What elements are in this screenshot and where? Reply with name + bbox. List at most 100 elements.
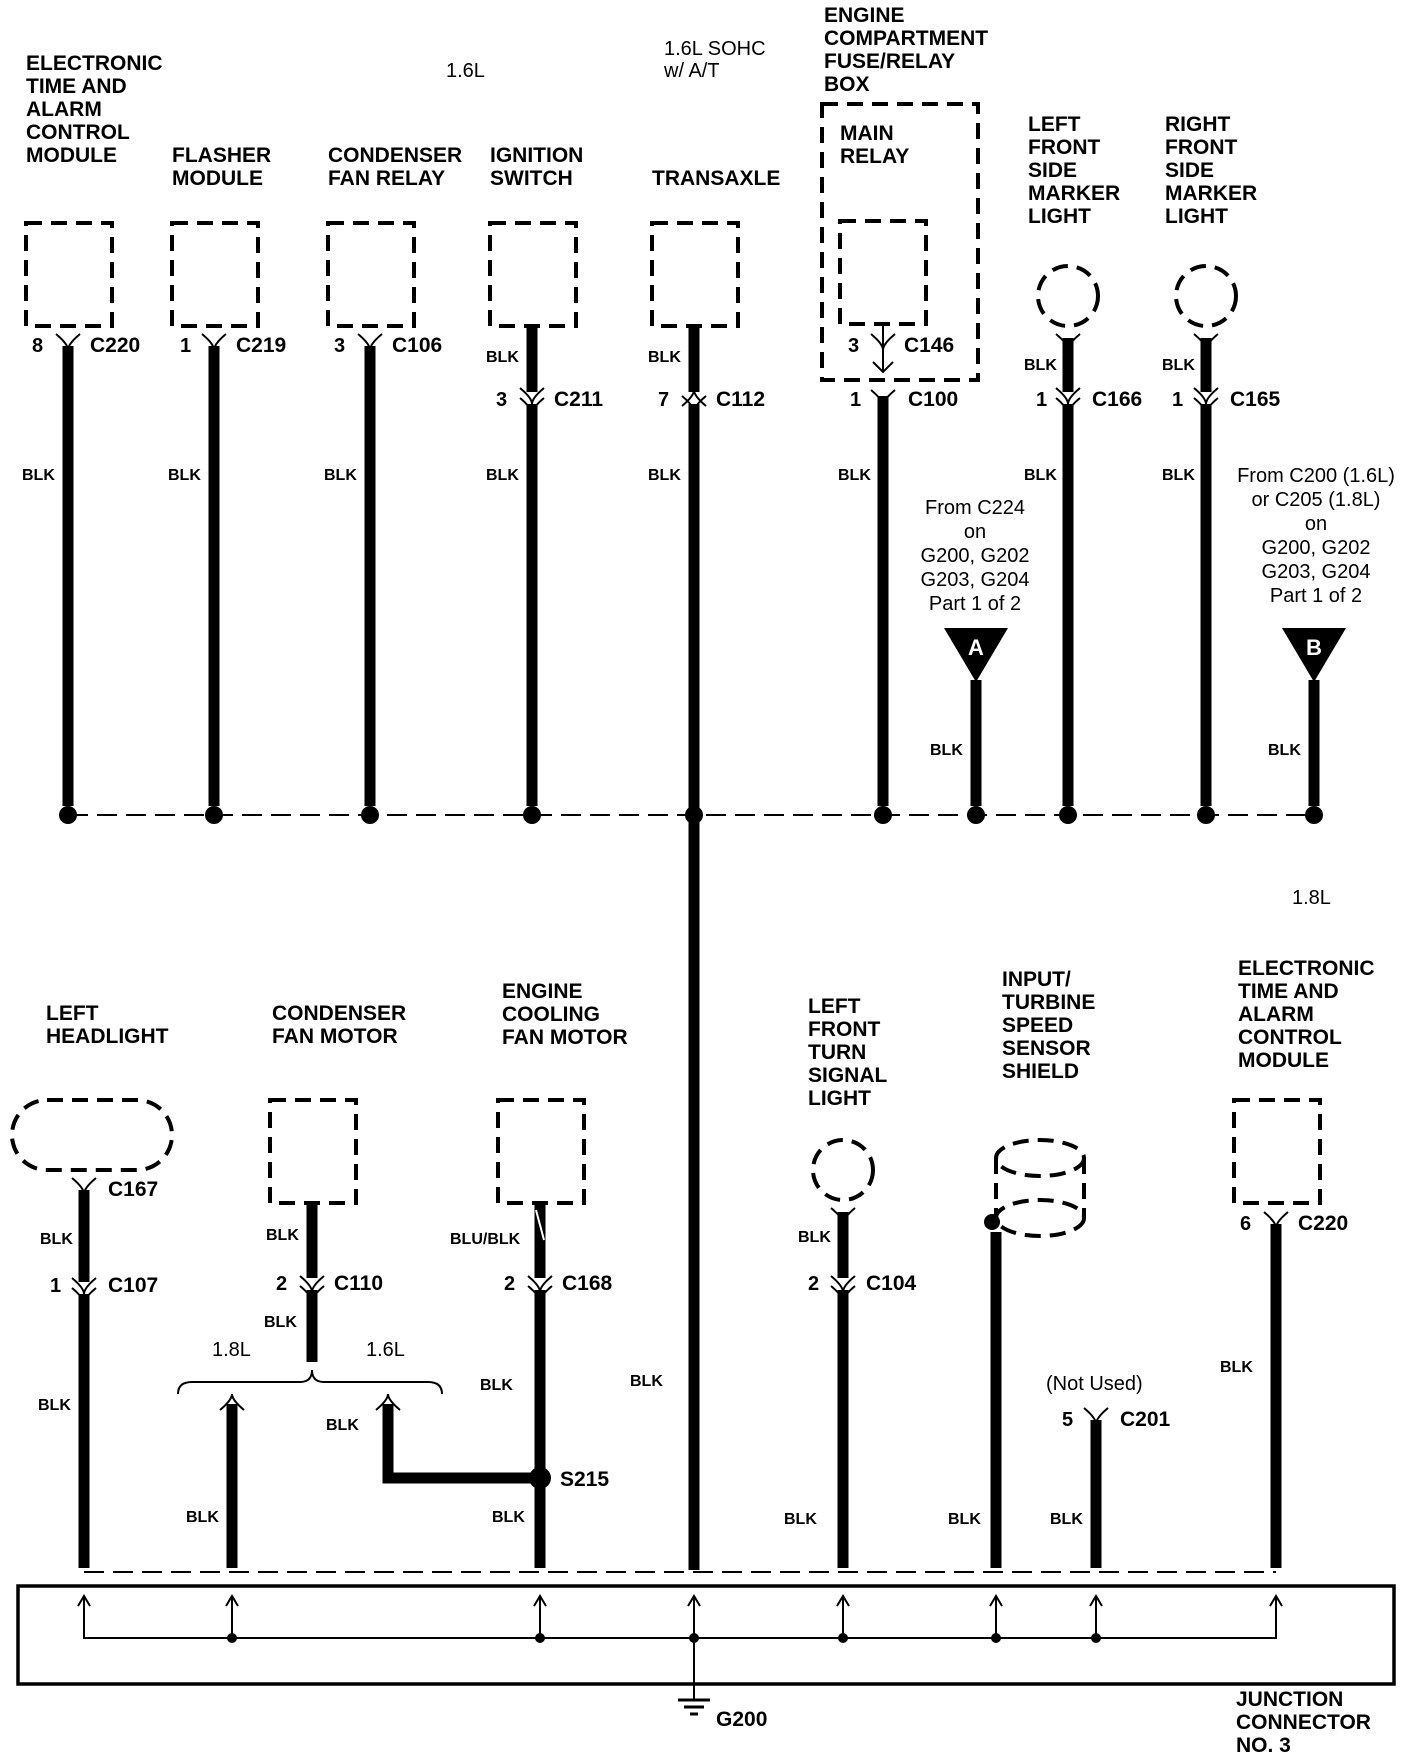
svg-text:Part 1 of 2: Part 1 of 2 <box>1270 585 1362 607</box>
svg-text:LIGHT: LIGHT <box>808 1087 871 1110</box>
connector-c146: C146 <box>904 334 954 357</box>
note-sohc-line1: 1.6L SOHC <box>664 38 766 60</box>
svg-text:ALARM: ALARM <box>1238 1003 1314 1026</box>
svg-text:IGNITION: IGNITION <box>490 144 583 167</box>
svg-text:LEFT: LEFT <box>808 995 861 1018</box>
component-lamp-lf-marker <box>1036 264 1100 328</box>
note-1-6l-split: 1.6L <box>366 1339 405 1361</box>
connector-symbol-c167 <box>71 1177 97 1195</box>
connector-symbol-c107-b <box>71 1287 97 1305</box>
label-left-front-turn-signal: LEFT FRONT TURN SIGNAL LIGHT <box>808 995 888 1110</box>
connector-symbol-c112-b <box>681 395 707 413</box>
label-transaxle: TRANSAXLE <box>652 167 780 190</box>
label-condenser-fan-relay: CONDENSER FAN RELAY <box>328 144 462 190</box>
wire-color-lf-turn: BLK <box>784 1511 817 1528</box>
svg-text:SIGNAL: SIGNAL <box>808 1064 888 1087</box>
wire-color-1-8l: BLK <box>186 1509 219 1526</box>
wire-color-transaxle-bottom: BLK <box>630 1373 663 1390</box>
svg-text:ENGINE: ENGINE <box>824 4 905 27</box>
svg-text:ELECTRONIC: ELECTRONIC <box>1238 957 1375 980</box>
wire-color-headlight: BLK <box>38 1397 71 1414</box>
component-lamp-lf-turn <box>811 1138 875 1202</box>
svg-text:From C200 (1.6L): From C200 (1.6L) <box>1237 465 1395 487</box>
wire-color-headlight-upper: BLK <box>40 1231 73 1248</box>
svg-text:INPUT/: INPUT/ <box>1002 968 1071 991</box>
junction-pin-arrows <box>77 1594 1283 1607</box>
svg-text:FRONT: FRONT <box>1165 136 1237 159</box>
svg-text:MODULE: MODULE <box>26 144 117 167</box>
note-1-8l-right: 1.8L <box>1292 887 1331 909</box>
connector-c167: C167 <box>108 1178 158 1201</box>
note-sohc-line2: w/ A/T <box>663 60 720 82</box>
wire-color-etacm-top: BLK <box>22 467 55 484</box>
connector-symbol-c166-a <box>1055 387 1081 405</box>
option-brace <box>177 1369 443 1395</box>
connector-symbol-c168-a <box>527 1275 553 1293</box>
svg-text:on: on <box>1305 513 1327 535</box>
connector-symbol-c165-a <box>1193 387 1219 405</box>
connector-symbol-1-8l <box>219 1393 245 1411</box>
connector-c220-bottom: C220 <box>1298 1212 1348 1235</box>
connector-symbol-c211-b <box>519 397 545 415</box>
wire-color-condenser-motor-upper: BLK <box>266 1227 299 1244</box>
wire-color-ref-a: BLK <box>930 742 963 759</box>
wire-color-transaxle-upper: BLK <box>648 349 681 366</box>
svg-text:G200, G202: G200, G202 <box>1262 537 1371 559</box>
label-bottom-etacm: ELECTRONIC TIME AND ALARM CONTROL MODULE <box>1238 957 1375 1072</box>
connector-symbol-c107-a <box>71 1277 97 1295</box>
label-speed-sensor-shield: INPUT/ TURBINE SPEED SENSOR SHIELD <box>1002 968 1095 1083</box>
svg-text:on: on <box>964 521 986 543</box>
wire-color-lf-marker: BLK <box>1024 467 1057 484</box>
wire-color-ref-b: BLK <box>1268 742 1301 759</box>
wire-color-condenser-relay: BLK <box>324 467 357 484</box>
note-from-c224: From C224 on G200, G202 G203, G204 Part … <box>921 497 1030 615</box>
pin-c165: 1 <box>1172 389 1183 411</box>
svg-text:BOX: BOX <box>824 73 870 96</box>
connector-symbol-c110-b <box>299 1285 325 1303</box>
svg-text:From C224: From C224 <box>925 497 1025 519</box>
junction-internal-bus <box>83 1598 1277 1639</box>
reference-triangle-a <box>944 628 1008 682</box>
pin-c220-top: 8 <box>32 335 43 357</box>
connector-symbol-c100 <box>870 389 896 407</box>
connector-symbol-rf-marker-lamp <box>1193 333 1219 351</box>
pin-c100: 1 <box>850 389 861 411</box>
junction-internal-taps <box>231 1598 1097 1700</box>
svg-text:MARKER: MARKER <box>1165 182 1257 205</box>
pin-c219: 1 <box>180 335 191 357</box>
wire-color-main-relay: BLK <box>838 467 871 484</box>
connector-symbol-c110-a <box>299 1275 325 1293</box>
splice-label-s215: S215 <box>560 1468 609 1491</box>
ground-symbol-g200 <box>678 1698 710 1716</box>
wire-color-lf-marker-upper: BLK <box>1024 357 1057 374</box>
svg-text:MODULE: MODULE <box>1238 1049 1329 1072</box>
svg-text:G203, G204: G203, G204 <box>1262 561 1371 583</box>
svg-text:RIGHT: RIGHT <box>1165 113 1231 136</box>
svg-text:G203, G204: G203, G204 <box>921 569 1030 591</box>
component-speed-sensor-shield <box>994 1138 1086 1238</box>
component-box-fuse-relay <box>820 102 980 382</box>
label-left-front-side-marker: LEFT FRONT SIDE MARKER LIGHT <box>1028 113 1120 228</box>
pin-c168: 2 <box>504 1273 515 1295</box>
component-box-ignition <box>488 221 578 328</box>
svg-text:FAN RELAY: FAN RELAY <box>328 167 445 190</box>
component-left-headlight <box>10 1098 174 1172</box>
svg-text:ELECTRONIC: ELECTRONIC <box>26 52 163 75</box>
connector-symbol-lf-marker-lamp <box>1055 333 1081 351</box>
label-right-front-side-marker: RIGHT FRONT SIDE MARKER LIGHT <box>1165 113 1257 228</box>
svg-text:G200, G202: G200, G202 <box>921 545 1030 567</box>
svg-text:NO. 3: NO. 3 <box>1236 1734 1291 1757</box>
wire-color-lf-turn-upper: BLK <box>798 1229 831 1246</box>
wire-condenser-motor-1-6l <box>382 1404 534 1484</box>
label-junction-connector: JUNCTION CONNECTOR NO. 3 <box>1236 1688 1371 1757</box>
ground-label-g200: G200 <box>716 1708 767 1731</box>
pin-c112: 7 <box>658 389 669 411</box>
pin-c104: 2 <box>808 1273 819 1295</box>
label-top-etacm: ELECTRONIC TIME AND ALARM CONTROL MODULE <box>26 52 163 167</box>
pin-c220-bottom: 6 <box>1240 1213 1251 1235</box>
label-main-relay: MAIN RELAY <box>840 122 909 168</box>
svg-text:CONTROL: CONTROL <box>26 121 130 144</box>
svg-text:ENGINE: ENGINE <box>502 980 583 1003</box>
svg-text:CONNECTOR: CONNECTOR <box>1236 1711 1371 1734</box>
